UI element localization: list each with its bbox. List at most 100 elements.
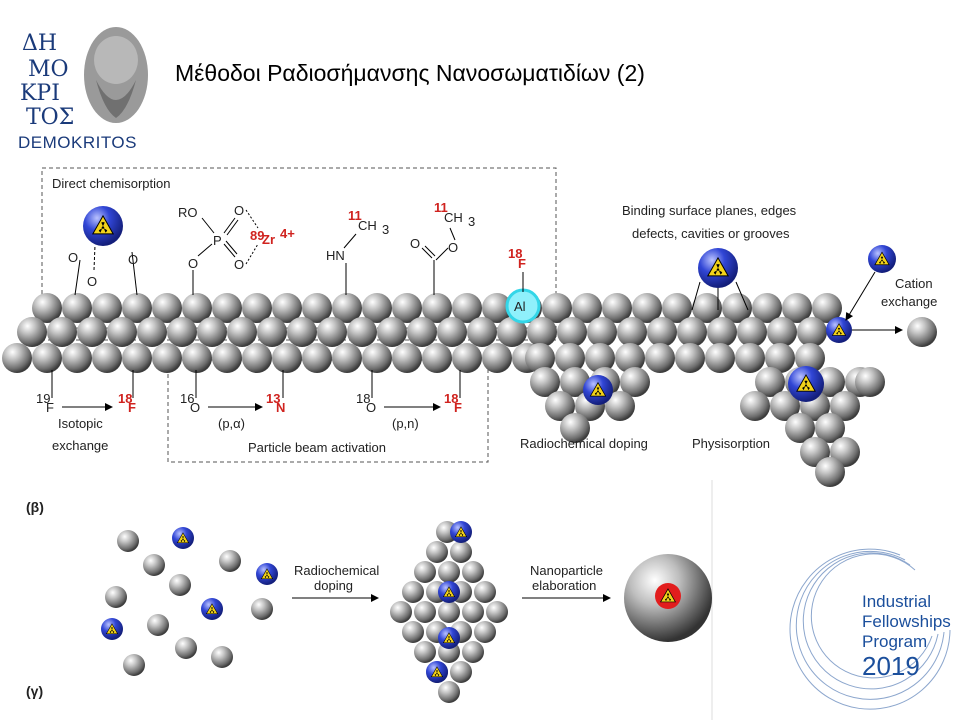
- svg-text:doping: doping: [314, 578, 353, 593]
- svg-text:N: N: [276, 400, 285, 415]
- atom-sphere: [452, 343, 482, 373]
- atom-sphere: [197, 317, 227, 347]
- svg-text:11: 11: [348, 208, 362, 223]
- atom-sphere: [167, 317, 197, 347]
- cluster-sphere: [450, 661, 472, 683]
- atom-sphere: [677, 317, 707, 347]
- atom-sphere: [272, 343, 302, 373]
- atom-sphere: [605, 391, 635, 421]
- atom-sphere: [169, 574, 191, 596]
- svg-text:18: 18: [508, 246, 522, 261]
- svg-text:ΔΗ: ΔΗ: [22, 31, 57, 56]
- particle-beam-box: [167, 359, 489, 463]
- atom-sphere: [620, 367, 650, 397]
- svg-text:O: O: [448, 240, 458, 255]
- cluster-sphere: [450, 541, 472, 563]
- atom-sphere: [392, 293, 422, 323]
- atom-sphere: [740, 391, 770, 421]
- atom-sphere: [545, 391, 575, 421]
- svg-text:Industrial: Industrial: [862, 592, 931, 611]
- cluster-sphere: [462, 561, 484, 583]
- cluster-sphere: [462, 601, 484, 623]
- cluster-sphere: [414, 561, 436, 583]
- svg-text:ΜΟ: ΜΟ: [28, 57, 69, 82]
- svg-text:F: F: [454, 400, 462, 415]
- svg-text:(p,n): (p,n): [392, 416, 419, 431]
- nanoparticle-lattice: Al: [2, 206, 937, 703]
- cluster-sphere: [438, 561, 460, 583]
- svg-text:O: O: [87, 274, 97, 289]
- atom-sphere: [317, 317, 347, 347]
- methyl-ester-group: 11 CH 3 O O: [410, 200, 475, 295]
- atom-sphere: [422, 293, 452, 323]
- particle-beam-activation: 16 O (p,α) 13 N 18 O (p,n) 18 F Particle…: [180, 370, 462, 455]
- step-radiochemical-doping: Radiochemical doping: [292, 563, 379, 602]
- atom-sphere: [152, 293, 182, 323]
- atom-sphere: [122, 343, 152, 373]
- atom-sphere: [62, 343, 92, 373]
- atom-sphere: [525, 343, 555, 373]
- atom-sphere: [602, 293, 632, 323]
- atom-sphere: [242, 343, 272, 373]
- atom-sphere: [62, 293, 92, 323]
- svg-text:O: O: [234, 257, 244, 272]
- elaborated-nanoparticle: [624, 554, 712, 642]
- atom-sphere: [2, 343, 32, 373]
- cluster-sphere: [438, 681, 460, 703]
- svg-text:O: O: [68, 250, 78, 265]
- atom-sphere: [152, 343, 182, 373]
- physisorption-label: Physisorption: [692, 436, 770, 451]
- atom-sphere: [482, 343, 512, 373]
- direct-chemisorption-label: Direct chemisorption: [52, 176, 171, 191]
- zr-symbol: Zr: [262, 232, 275, 247]
- atom-sphere: [815, 413, 845, 443]
- atom-sphere: [767, 317, 797, 347]
- atom-sphere: [765, 343, 795, 373]
- svg-text:exchange: exchange: [52, 438, 108, 453]
- svg-text:16: 16: [180, 391, 194, 406]
- zirconium-phosphonate: RO P O O O 89 Zr 4+: [178, 203, 295, 295]
- atom-sphere: [497, 317, 527, 347]
- aluminum-fluoride-group: 18 F: [508, 246, 526, 292]
- svg-text:18: 18: [356, 391, 370, 406]
- atom-sphere: [530, 367, 560, 397]
- svg-text:O: O: [190, 400, 200, 415]
- atom-sphere: [737, 317, 767, 347]
- svg-text:F: F: [46, 400, 54, 415]
- atom-sphere: [287, 317, 317, 347]
- atom-sphere: [467, 317, 497, 347]
- zr-charge: 4+: [280, 226, 295, 241]
- svg-text:elaboration: elaboration: [532, 578, 596, 593]
- svg-text:19: 19: [36, 391, 50, 406]
- atom-sphere: [632, 293, 662, 323]
- cluster-sphere: [414, 641, 436, 663]
- cluster-sphere: [474, 581, 496, 603]
- atom-sphere: [302, 293, 332, 323]
- atom-sphere: [211, 646, 233, 668]
- atom-sphere: [617, 317, 647, 347]
- atom-sphere: [143, 554, 165, 576]
- industrial-fellowships-badge: Industrial Fellowships Program 2019: [789, 548, 951, 710]
- atom-sphere: [662, 293, 692, 323]
- atom-sphere: [782, 293, 812, 323]
- atom-sphere: [407, 317, 437, 347]
- svg-text:Particle beam activation: Particle beam activation: [248, 440, 386, 455]
- atom-sphere: [122, 293, 152, 323]
- atom-sphere: [123, 654, 145, 676]
- atom-sphere: [219, 550, 241, 572]
- svg-text:13: 13: [266, 391, 280, 406]
- cluster-sphere: [474, 621, 496, 643]
- atom-sphere: [212, 293, 242, 323]
- atom-sphere: [332, 293, 362, 323]
- ro-label: RO: [178, 205, 198, 220]
- zr-mass: 89: [250, 228, 264, 243]
- atom-sphere: [182, 343, 212, 373]
- atom-sphere: [32, 293, 62, 323]
- cluster-sphere: [426, 541, 448, 563]
- radiochemical-doping-label: Radiochemical doping: [520, 436, 648, 451]
- atom-sphere: [17, 317, 47, 347]
- atom-sphere: [647, 317, 677, 347]
- cluster-sphere: [462, 641, 484, 663]
- atom-sphere: [795, 343, 825, 373]
- atom-sphere: [362, 343, 392, 373]
